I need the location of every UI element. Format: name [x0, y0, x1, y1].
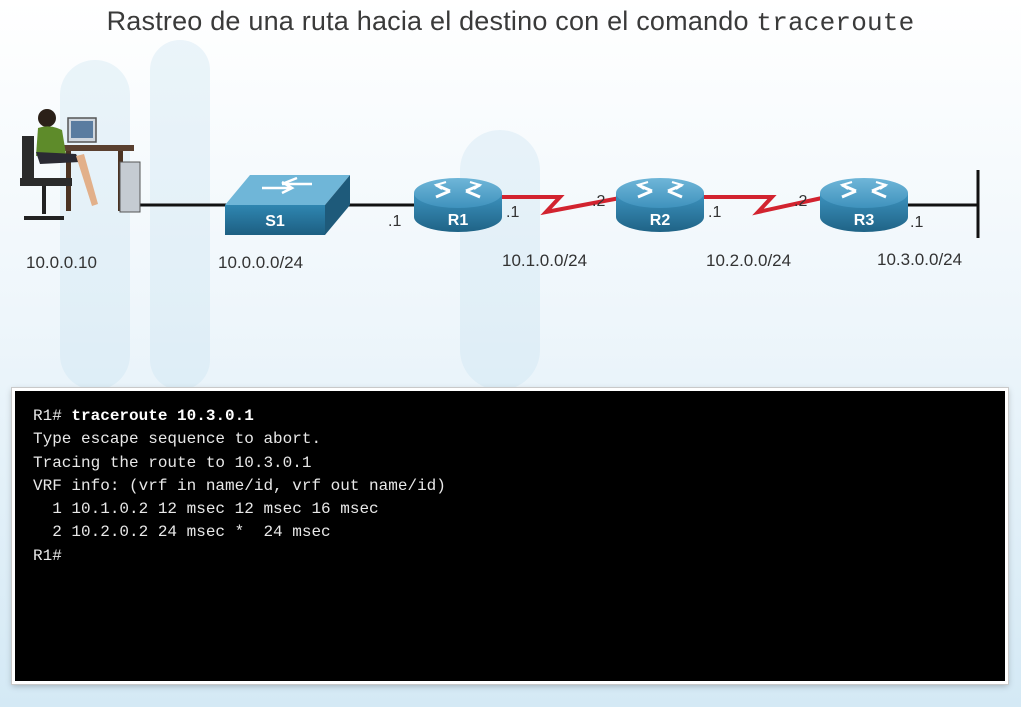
terminal-prompt-final: R1# — [33, 546, 62, 565]
router-r1-label: R1 — [448, 212, 469, 229]
background-shape — [460, 130, 540, 390]
terminal-output: R1# traceroute 10.3.0.1 Type escape sequ… — [33, 405, 446, 568]
router-r3-icon — [820, 178, 908, 232]
title-text: Rastreo de una ruta hacia el destino con… — [106, 6, 749, 36]
terminal-line: Type escape sequence to abort. — [33, 430, 322, 449]
pc-ip-label: 10.0.0.10 — [26, 253, 97, 272]
r2-right-interface: .1 — [708, 204, 721, 221]
router-r1-icon — [414, 178, 502, 232]
terminal-line: VRF info: (vrf in name/id, vrf out name/… — [33, 476, 446, 495]
r3-right-interface: .1 — [910, 214, 923, 231]
terminal-line: Tracing the route to 10.3.0.1 — [33, 453, 312, 472]
terminal-prompt: R1# — [33, 407, 62, 425]
terminal-line: 1 10.1.0.2 12 msec 12 msec 16 msec — [33, 500, 379, 519]
network-topology: S1 R1 R2 R3 .1 .1 .2 .1 .2 .1 10.0.0.10 … — [20, 109, 980, 272]
terminal-line: 2 10.2.0.2 24 msec * 24 msec — [33, 523, 331, 542]
terminal-command: traceroute 10.3.0.1 — [71, 407, 254, 425]
pc-user-icon — [20, 109, 141, 220]
network-label-10-2: 10.2.0.0/24 — [706, 251, 791, 270]
background-shape — [60, 60, 130, 390]
page-title: Rastreo de una ruta hacia el destino con… — [0, 6, 1021, 38]
router-r2-label: R2 — [650, 212, 671, 229]
r3-left-interface: .2 — [794, 193, 807, 210]
switch-s1-label: S1 — [265, 213, 285, 230]
serial-link-r2-r3 — [702, 195, 823, 216]
network-label-10-1: 10.1.0.0/24 — [502, 251, 587, 270]
r1-left-interface: .1 — [388, 213, 401, 230]
network-label-10-3: 10.3.0.0/24 — [877, 250, 962, 269]
switch-s1-icon — [225, 175, 350, 235]
r2-left-interface: .2 — [592, 193, 605, 210]
title-command: traceroute — [756, 8, 915, 38]
router-r2-icon — [616, 178, 704, 232]
router-r3-label: R3 — [854, 212, 875, 229]
terminal-window[interactable]: R1# traceroute 10.3.0.1 Type escape sequ… — [12, 388, 1008, 684]
r1-right-interface: .1 — [506, 204, 519, 221]
switch-network-label: 10.0.0.0/24 — [218, 253, 303, 272]
background-shape — [150, 40, 210, 390]
serial-link-r1-r2 — [500, 195, 621, 216]
